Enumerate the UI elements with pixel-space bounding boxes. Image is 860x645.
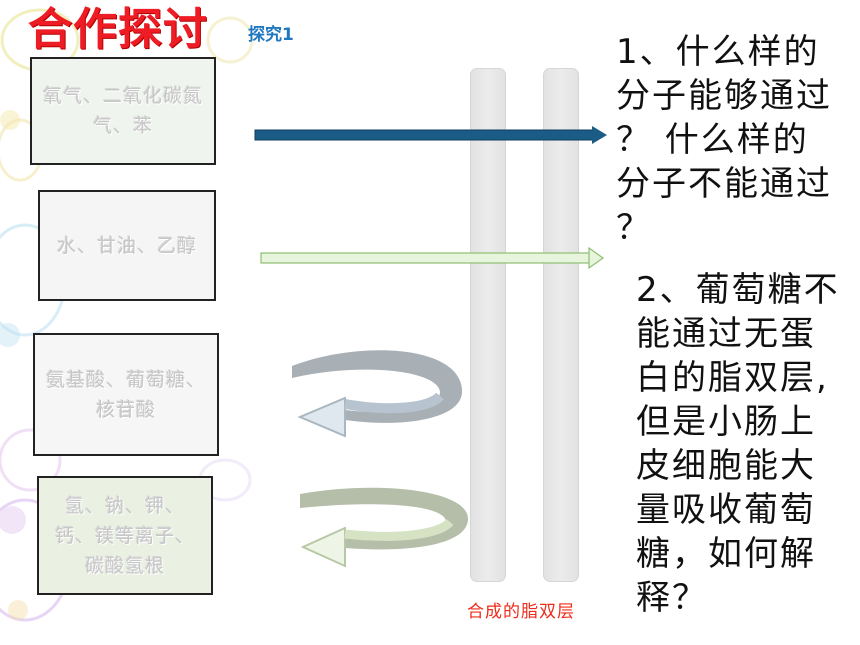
page-title: 合作探讨 (28, 4, 208, 55)
molecule-box-gases: 氧气、二氧化碳氮气、苯 (30, 57, 216, 165)
page-subtitle: 探究1 (248, 25, 294, 45)
lipid-bilayer-left-layer (470, 68, 506, 582)
molecule-box-small-polar: 水、甘油、乙醇 (38, 190, 216, 301)
lipid-bilayer-right-layer (543, 68, 579, 582)
curved-return-arrow-icon (292, 350, 463, 438)
molecule-box-ions: 氢、钠、钾、钙、镁等离子、碳酸氢根 (37, 476, 213, 595)
curved-return-arrow-green-icon (300, 487, 469, 568)
bilayer-caption: 合成的脂双层 (467, 602, 575, 622)
molecule-box-large-polar: 氨基酸、葡萄糖、核苷酸 (33, 333, 219, 456)
molecule-box-label: 氢、钠、钾、钙、镁等离子、碳酸氢根 (54, 494, 195, 577)
molecule-box-label: 氧气、二氧化碳氮气、苯 (42, 85, 203, 137)
question-2: 2、葡萄糖不 能通过无蛋 白的脂双层, 但是小肠上 皮细胞能大 量吸收葡萄 糖，… (636, 270, 840, 618)
molecule-box-label: 氨基酸、葡萄糖、核苷酸 (45, 368, 206, 421)
question-1: 1、什么样的 分子能够通过 ？ 什么样的 分子不能通过 ？ (616, 32, 832, 248)
molecule-box-label: 水、甘油、乙醇 (56, 234, 197, 257)
